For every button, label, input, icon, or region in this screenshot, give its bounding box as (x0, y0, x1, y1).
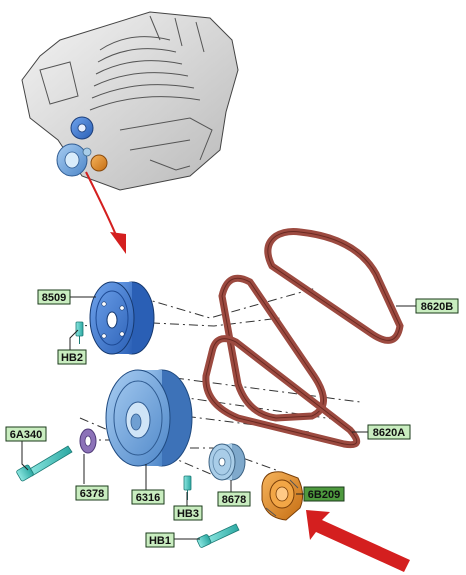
callout-hb1: HB1 (145, 532, 175, 548)
label-8509: 8509 (42, 292, 66, 304)
engine-illustration (21, 11, 239, 191)
leader-lines (21, 296, 416, 540)
bolt-6a340 (16, 445, 73, 482)
callout-8620b: 8620B (415, 298, 459, 314)
callout-6316: 6316 (131, 489, 165, 505)
label-8620a: 8620A (373, 427, 405, 439)
washer-6378 (79, 428, 97, 454)
callout-8620a: 8620A (367, 424, 411, 440)
engine-tensioner (90, 154, 108, 172)
label-8620b: 8620B (421, 301, 453, 313)
callout-6b209: 6B209 (303, 486, 345, 502)
label-6a340: 6A340 (10, 429, 42, 441)
label-6316: 6316 (136, 492, 160, 504)
label-6b209: 6B209 (308, 489, 340, 501)
callout-6378: 6378 (75, 485, 109, 501)
label-hb3: HB3 (177, 508, 199, 520)
label-8678: 8678 (222, 494, 246, 506)
belt-8620b (264, 228, 404, 344)
callout-hb3: HB3 (173, 505, 203, 521)
label-hb2: HB2 (61, 352, 83, 364)
tensioner-6b209 (261, 471, 304, 521)
label-hb1: HB1 (149, 535, 171, 547)
bolt-hb1 (196, 523, 240, 548)
belt-8620a (202, 335, 361, 449)
belt-8620b-loop (218, 274, 327, 422)
pulley-8678 (208, 443, 246, 481)
pulley-8509 (89, 281, 155, 355)
callout-8509: 8509 (37, 289, 71, 305)
pulley-6316 (105, 369, 193, 467)
label-6378: 6378 (80, 488, 104, 500)
callout-hb2: HB2 (57, 349, 87, 365)
bolt-hb2 (75, 321, 84, 344)
tensioner-arrow (306, 510, 410, 572)
callout-8678: 8678 (217, 491, 251, 507)
callout-6a340: 6A340 (5, 426, 47, 442)
zoom-arrow (85, 171, 126, 254)
